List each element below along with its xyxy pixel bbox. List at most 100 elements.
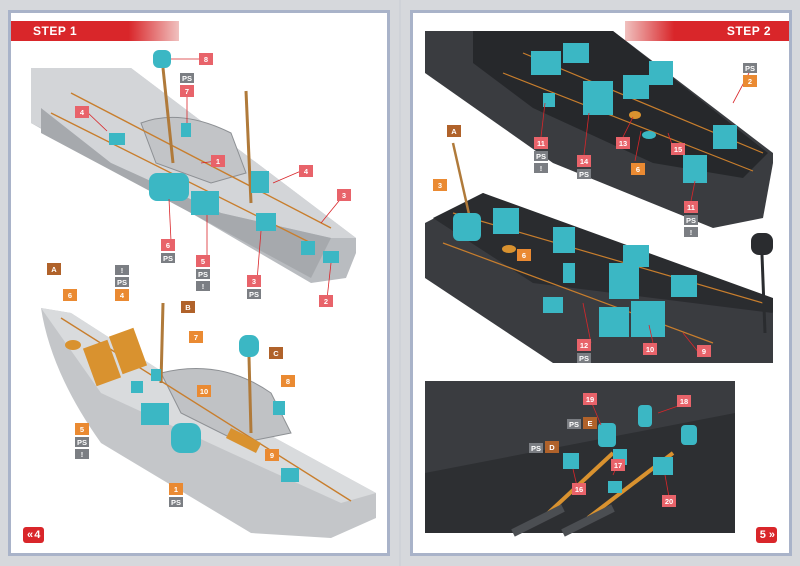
step-1-header: STEP 1 [11,21,179,41]
svg-text:8: 8 [286,377,290,386]
prev-chevron-icon: « [27,529,33,541]
tag-12: 12 [577,339,591,351]
svg-text:PS: PS [579,170,589,179]
svg-text:11: 11 [687,203,695,212]
svg-text:8: 8 [204,55,208,64]
svg-text:PS: PS [686,216,696,225]
svg-text:6: 6 [522,251,526,260]
svg-text:3: 3 [342,191,346,200]
svg-text:PS: PS [182,74,192,83]
tag-exclamation: ! [534,163,548,173]
svg-text:!: ! [540,164,543,173]
tag-4: 4 [75,106,89,118]
tag-ps: PS [161,253,175,263]
svg-text:7: 7 [185,87,189,96]
deck-fittings-top [109,50,339,263]
svg-text:11: 11 [537,139,545,148]
tag-exclamation: ! [115,265,129,275]
tag-15: 15 [671,143,685,155]
tag-exclamation: ! [196,281,210,291]
svg-text:5: 5 [201,257,205,266]
tag-2: 2 [319,295,333,307]
tag-10: 10 [197,385,211,397]
tag-4: 4 [299,165,313,177]
svg-text:15: 15 [674,145,682,154]
svg-text:!: ! [81,450,84,459]
tag-A: A [447,125,461,137]
tag-2: 2 [743,75,757,87]
step-1-illustration: 8 PS 7 4 1 4 3 6 PS 5 PS ! 3 PS 2 A 6 ! … [31,50,376,538]
svg-text:17: 17 [614,461,622,470]
tag-exclamation: ! [684,227,698,237]
svg-text:7: 7 [194,333,198,342]
svg-text:19: 19 [586,395,594,404]
page-number-left: « 4 [23,527,45,543]
tag-8: 8 [199,53,213,65]
step-2-illustration: PS 2 11 PS ! 14 PS 13 6 15 11 PS ! A 3 6… [425,31,773,537]
tag-B: B [181,301,195,313]
tag-9: 9 [697,345,711,357]
instruction-page-right: STEP 2 [410,10,792,556]
svg-text:18: 18 [680,397,688,406]
svg-text:C: C [273,349,279,358]
tag-3: 3 [337,189,351,201]
next-chevron-icon: » [768,529,775,541]
svg-text:12: 12 [580,341,588,350]
tag-17: 17 [611,459,625,471]
tag-6: 6 [517,249,531,261]
book-spine [399,0,401,566]
deck-fittings-middle-dark [451,142,773,337]
tag-6: 6 [161,239,175,251]
svg-text:PS: PS [198,270,208,279]
svg-text:9: 9 [270,451,274,460]
tag-16: 16 [572,483,586,495]
tag-ps: PS [743,63,757,73]
svg-text:PS: PS [569,420,579,429]
tag-ps: PS [180,73,194,83]
callout-leaders [86,58,344,300]
tag-7: 7 [189,331,203,343]
tag-8: 8 [281,375,295,387]
tag-ps: PS [115,277,129,287]
tag-A: A [47,263,61,275]
deck-fittings-top-dark [531,43,737,183]
page-number-right: 5 » [755,527,777,543]
svg-text:A: A [451,127,457,136]
svg-text:E: E [587,419,592,428]
svg-text:1: 1 [174,485,178,494]
tag-ps: PS [567,419,581,429]
tag-6: 6 [631,163,645,175]
deck-fittings-bottom [65,302,299,482]
tag-ps: PS [75,437,89,447]
tag-3: 3 [433,179,447,191]
svg-text:PS: PS [579,354,589,363]
tag-ps: PS [577,353,591,363]
svg-text:16: 16 [575,485,583,494]
tag-11: 11 [684,201,698,213]
svg-text:PS: PS [536,152,546,161]
tag-3: 3 [247,275,261,287]
instruction-page-left: STEP 1 [8,10,390,556]
tag-13: 13 [616,137,630,149]
svg-text:6: 6 [68,291,72,300]
svg-text:6: 6 [166,241,170,250]
tag-E: E [583,417,597,429]
tag-18: 18 [677,395,691,407]
tag-9: 9 [265,449,279,461]
svg-text:!: ! [121,266,124,275]
svg-text:PS: PS [117,278,127,287]
svg-text:PS: PS [249,290,259,299]
tag-ps: PS [529,443,543,453]
boat-hull-bottom [41,308,376,538]
svg-text:14: 14 [580,157,589,166]
svg-text:PS: PS [745,64,755,73]
svg-text:PS: PS [531,444,541,453]
step-2-header: STEP 2 [625,21,789,41]
svg-text:A: A [51,265,57,274]
tag-14: 14 [577,155,591,167]
tag-5: 5 [75,423,89,435]
tag-11: 11 [534,137,548,149]
tag-6: 6 [63,289,77,301]
svg-text:3: 3 [252,277,256,286]
svg-text:2: 2 [748,77,752,86]
